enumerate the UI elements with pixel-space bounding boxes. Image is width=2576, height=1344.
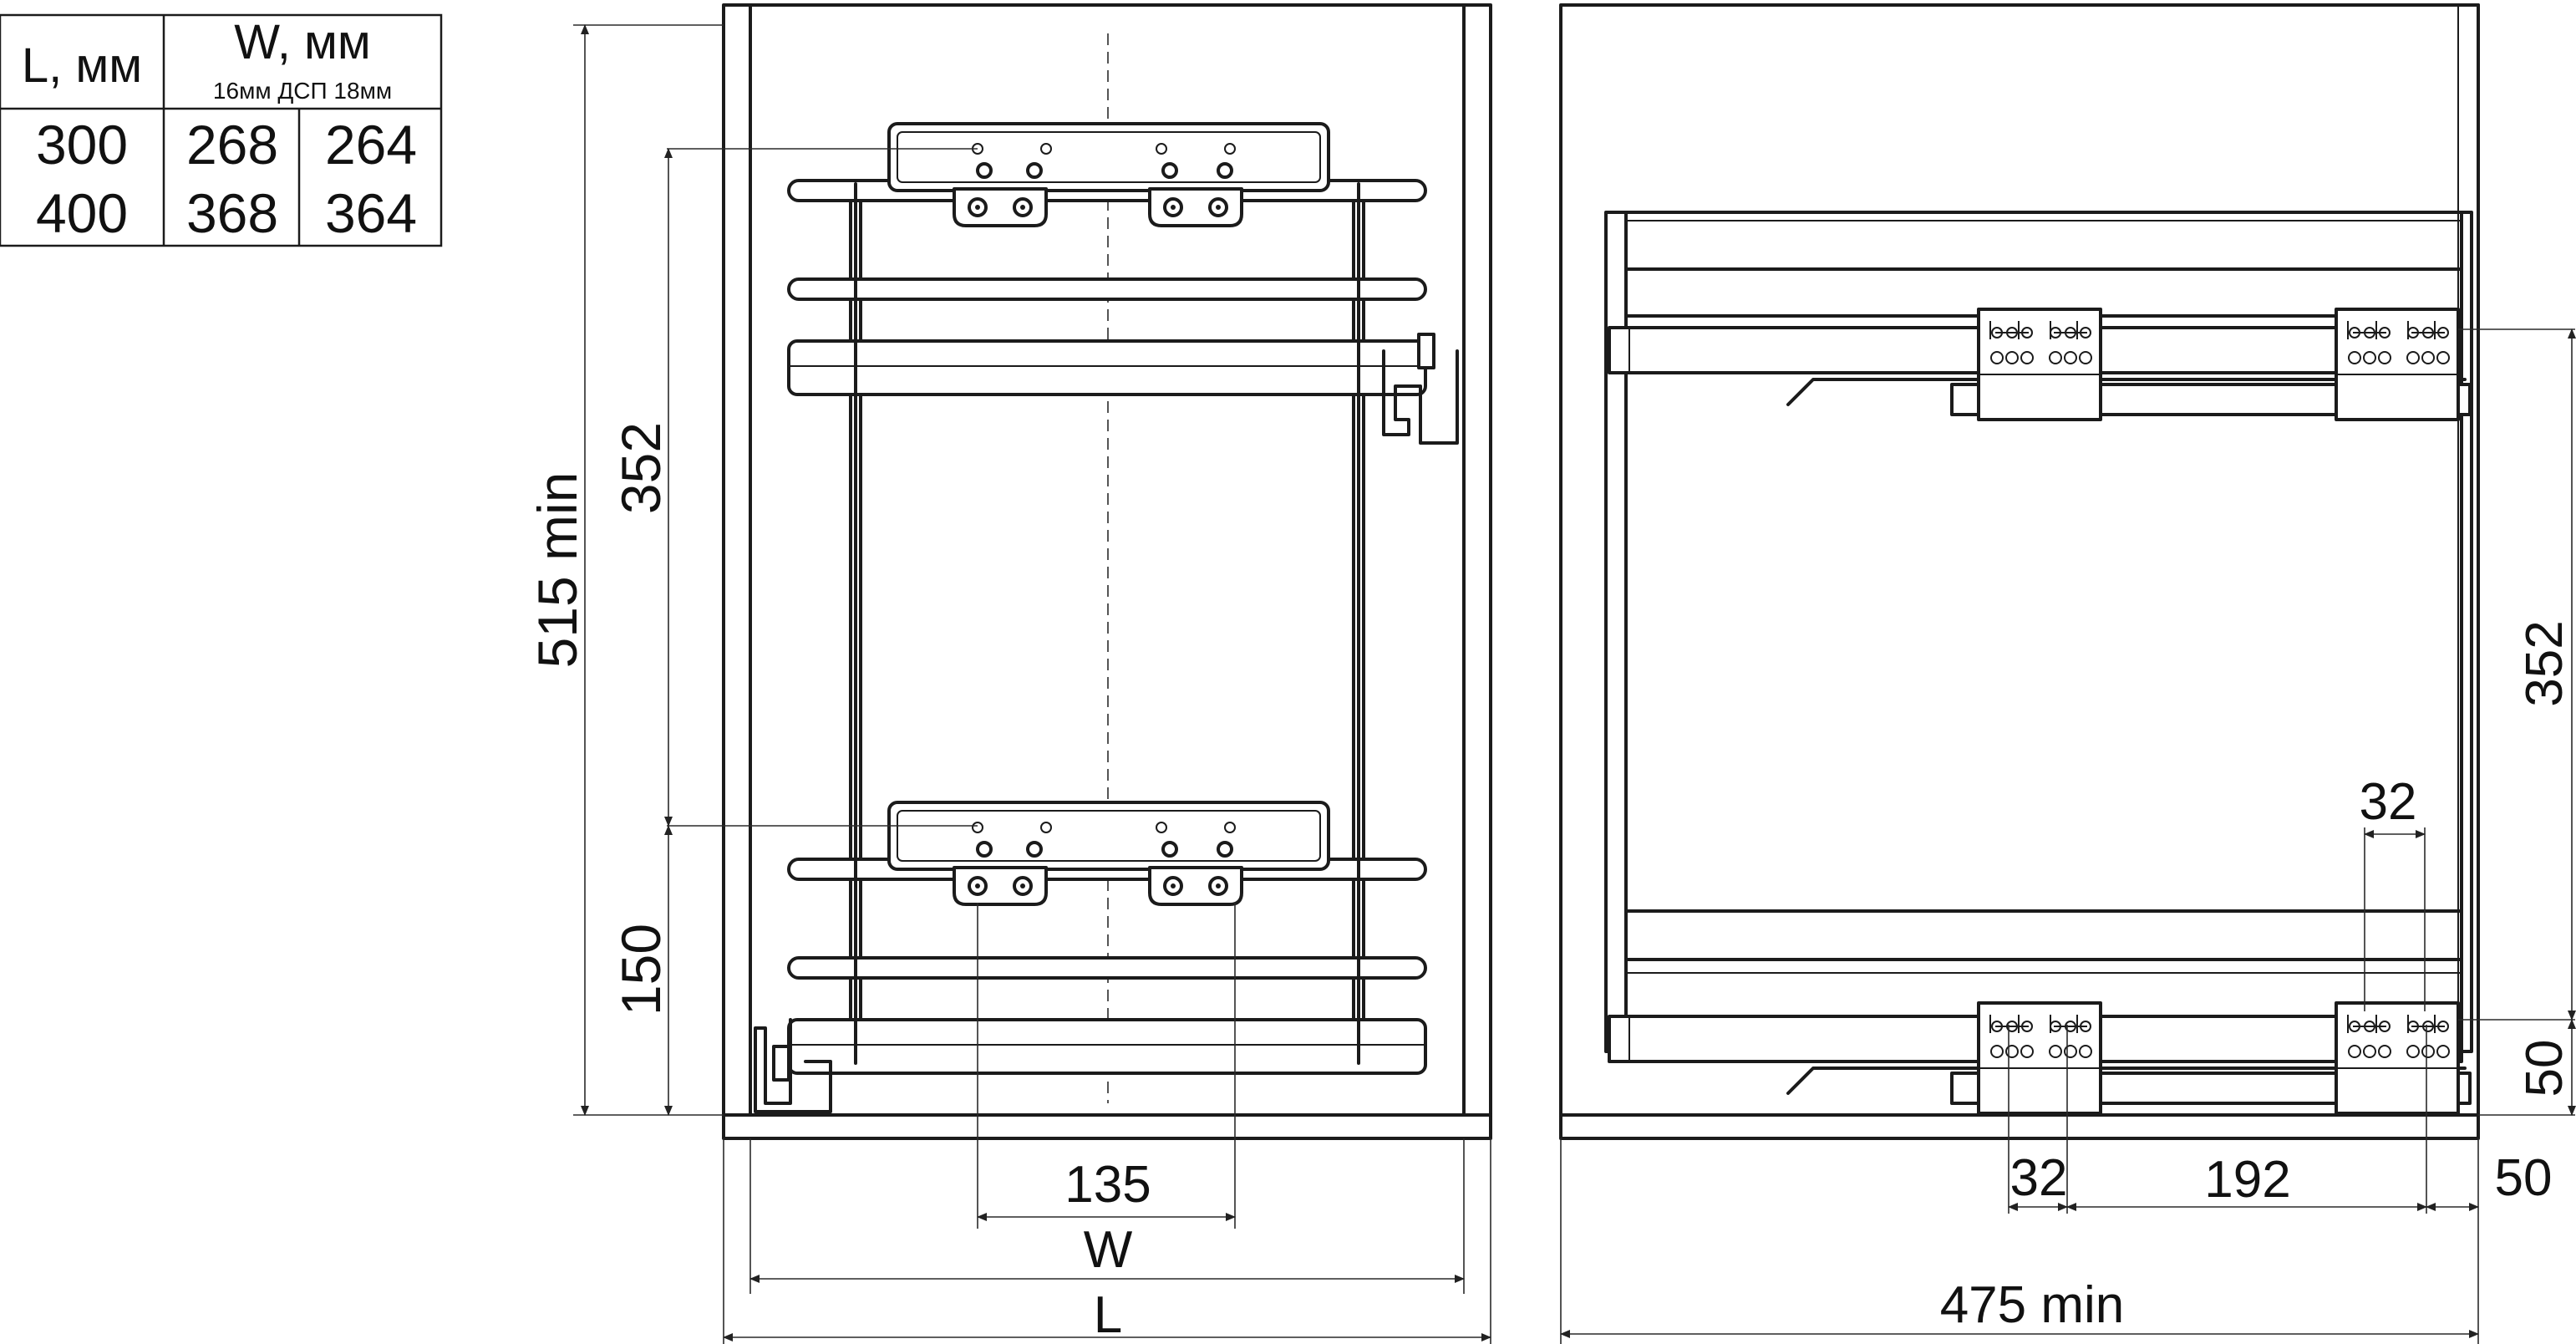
table-subheader: 16мм ДСП 18мм [213, 78, 392, 104]
front-cabinet [722, 3, 1492, 1140]
dim-label-spacing: 135 [1064, 1156, 1151, 1214]
dim-label-width-w: W [1084, 1221, 1133, 1279]
front-view: 515 min 352 150 135 W L [526, 3, 1492, 1344]
dim-label-hole-top: 32 [2360, 773, 2417, 831]
basket-frame [754, 122, 1459, 1113]
table-cell-w18-364: 364 [325, 182, 417, 244]
dim-label-side-spacing: 192 [2204, 1151, 2290, 1209]
table-header-width: W, мм [234, 15, 371, 69]
side-cabinet [1559, 3, 2480, 1140]
table-cell-w16-368: 368 [186, 182, 278, 244]
table-border [0, 13, 443, 247]
table-cell-w16-268: 268 [186, 114, 278, 176]
dim-label-lower: 150 [610, 924, 672, 1016]
dim-label-side-offset: 50 [2495, 1149, 2553, 1207]
dim-label-depth: 475 min [1940, 1276, 2125, 1334]
basket-side-frame [1604, 211, 2473, 1115]
side-view: 352 50 32 32 192 50 475 min [1559, 3, 2576, 1344]
dim-label-width-l: L [1094, 1286, 1122, 1344]
size-table: L, мм W, мм 16мм ДСП 18мм 300 268 264 40… [0, 13, 443, 247]
dim-label-side-height: 352 [2516, 620, 2573, 706]
dim-label-upper: 352 [610, 422, 672, 514]
dim-label-hole-bottom: 32 [2010, 1149, 2068, 1207]
table-cell-l-300: 300 [36, 114, 128, 176]
table-cell-w18-264: 264 [325, 114, 417, 176]
dim-label-height: 515 min [526, 472, 588, 669]
table-header-length: L, мм [22, 38, 142, 93]
table-cell-l-400: 400 [36, 182, 128, 244]
dim-label-side-bottom: 50 [2516, 1040, 2573, 1097]
